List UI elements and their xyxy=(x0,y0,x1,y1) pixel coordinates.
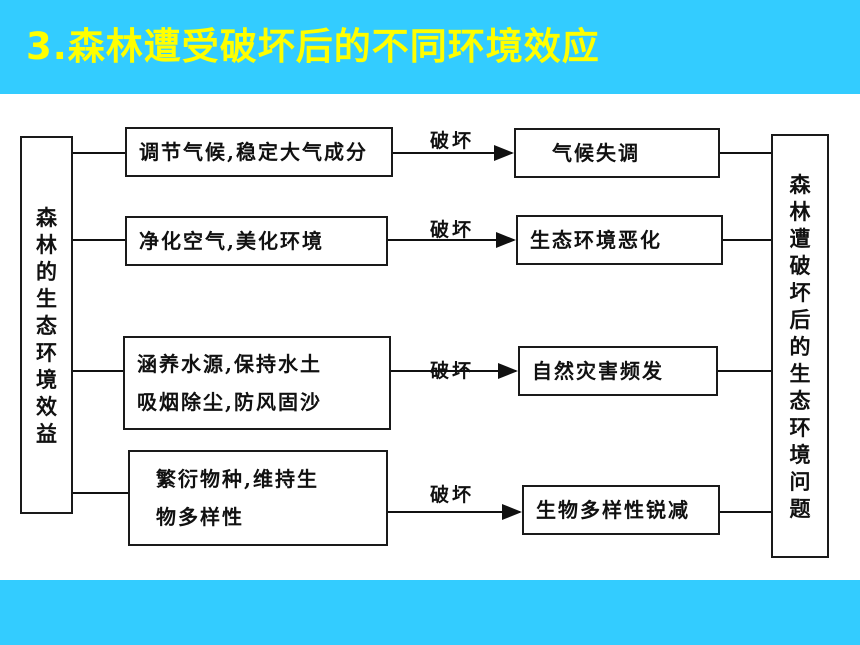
result-box-3: 自然灾害频发 xyxy=(518,346,718,396)
arrow-label-4: 破坏 xyxy=(430,484,475,506)
arrow-label-3: 破坏 xyxy=(430,360,475,382)
result-box-4: 生物多样性锐减 xyxy=(522,485,720,535)
result-box-2: 生态环境恶化 xyxy=(516,215,723,265)
result-box-1: 气候失调 xyxy=(514,128,720,178)
benefit-box-2: 净化空气,美化环境 xyxy=(125,216,388,266)
right-category-label: 森林遭破坏后的生态环境问题 xyxy=(789,171,811,521)
benefit-text-4b: 物多样性 xyxy=(156,505,244,529)
result-text-4: 生物多样性锐减 xyxy=(536,498,690,522)
result-text-3: 自然灾害频发 xyxy=(532,359,664,383)
benefit-text-2: 净化空气,美化环境 xyxy=(139,229,324,253)
arrow-label-1: 破坏 xyxy=(430,130,475,152)
connector-lines xyxy=(73,145,771,520)
benefit-text-3a: 涵养水源,保持水土 xyxy=(137,352,322,376)
slide-title: 3.森林遭受破坏后的不同环境效应 xyxy=(26,25,600,68)
benefit-box-1: 调节气候,稳定大气成分 xyxy=(125,127,393,177)
benefit-text-1: 调节气候,稳定大气成分 xyxy=(139,140,368,164)
benefit-box-4: 繁衍物种,维持生 物多样性 xyxy=(128,450,388,546)
flow-diagram: 森林的生态环境效益 森林遭破坏后的生态环境问题 调节气候,稳定大气成分 破坏 气… xyxy=(0,94,860,580)
result-text-2: 生态环境恶化 xyxy=(530,228,662,252)
footer-band xyxy=(0,580,860,645)
benefit-text-3b: 吸烟除尘,防风固沙 xyxy=(137,390,322,414)
benefit-text-4a: 繁衍物种,维持生 xyxy=(156,467,319,491)
title-band xyxy=(0,0,860,94)
right-category-box: 森林遭破坏后的生态环境问题 xyxy=(771,134,829,558)
result-text-1: 气候失调 xyxy=(552,141,640,165)
left-category-label: 森林的生态环境效益 xyxy=(36,204,57,446)
benefit-box-3: 涵养水源,保持水土 吸烟除尘,防风固沙 xyxy=(123,336,391,430)
arrow-label-2: 破坏 xyxy=(430,219,475,241)
left-category-box: 森林的生态环境效益 xyxy=(20,136,73,514)
